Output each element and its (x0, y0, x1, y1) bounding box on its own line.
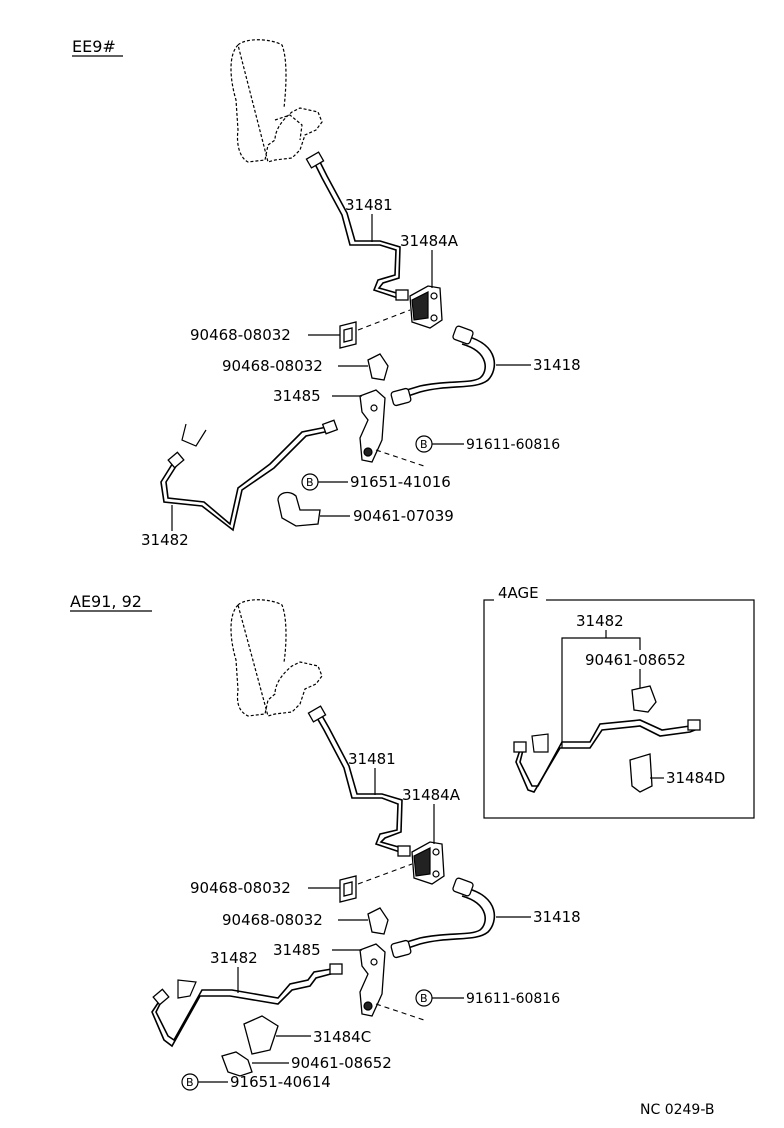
clamp-90461-07039 (277, 491, 321, 527)
label-31485-b: 31485 (273, 941, 321, 959)
clip-90468-1 (339, 321, 357, 349)
bolt-91651-b: B (181, 1073, 199, 1091)
section-title-ae91: AE91, 92 (70, 592, 142, 611)
brake-pipe-31481 (305, 151, 409, 301)
label-31482-b: 31482 (210, 949, 258, 967)
label-31418-b: 31418 (533, 908, 581, 926)
label-91611-b: 91611-60816 (466, 991, 560, 1007)
svg-text:B: B (420, 438, 428, 451)
label-90461-inset: 90461-08652 (585, 651, 686, 669)
brake-pipe-31482-inset (513, 719, 701, 793)
label-31482-inset: 31482 (576, 612, 624, 630)
dash-31485-b (375, 1003, 425, 1021)
flexible-hose-31418-b (390, 877, 496, 959)
leader-31482-inset (561, 630, 641, 748)
brake-pipe-31482-b (151, 963, 343, 1048)
label-91651: 91651-41016 (350, 473, 451, 491)
section-ae91-92: AE91, 92 31481 31484A 90468-08032 (70, 592, 581, 1091)
bracket-31484a-b (411, 841, 445, 885)
section-ee9: EE9# 31481 31484A 90468-08032 (72, 37, 581, 549)
bracket-31485-b (359, 943, 386, 1017)
label-31485: 31485 (273, 387, 321, 405)
bracket-31484d (629, 753, 653, 793)
master-cylinder-outline (230, 39, 323, 163)
label-31481: 31481 (345, 196, 393, 214)
label-31484a: 31484A (400, 232, 459, 250)
svg-text:B: B (186, 1076, 194, 1089)
label-90468-1: 90468-08032 (190, 326, 291, 344)
dash-90468-1 (357, 309, 411, 331)
bracket-31485 (359, 389, 386, 463)
svg-text:B: B (306, 476, 314, 489)
section-title-ee9: EE9# (72, 37, 116, 56)
label-31418: 31418 (533, 356, 581, 374)
label-90468-2-b: 90468-08032 (222, 911, 323, 929)
label-31481-b: 31481 (348, 750, 396, 768)
label-90461-b: 90461-08652 (291, 1054, 392, 1072)
label-90468-1-b: 90468-08032 (190, 879, 291, 897)
label-90468-2: 90468-08032 (222, 357, 323, 375)
label-31484a-b: 31484A (402, 786, 461, 804)
inset-title-bg (494, 586, 546, 604)
inset-4age: 4AGE 31482 90461-08652 31484D (483, 584, 755, 819)
label-31484c: 31484C (313, 1028, 371, 1046)
bolt-91611-b: B (415, 989, 433, 1007)
inset-title: 4AGE (498, 584, 539, 602)
svg-text:B: B (420, 992, 428, 1005)
label-91651-b: 91651-40614 (230, 1073, 331, 1091)
clip-90468-2-b (367, 907, 389, 935)
diagram-code: NC 0249-B (640, 1102, 714, 1118)
clamp-90461-08652 (221, 1051, 253, 1077)
label-90461: 90461-07039 (353, 507, 454, 525)
clamp-90461-inset (631, 685, 657, 713)
bolt-91611: B (415, 435, 433, 453)
bracket-31484a (409, 285, 443, 329)
brake-pipe-31481-b (307, 705, 411, 857)
bolt-91651: B (301, 473, 319, 491)
label-91611: 91611-60816 (466, 437, 560, 453)
dash-31485 (375, 449, 425, 467)
master-cylinder-outline-2 (230, 599, 323, 717)
label-31482: 31482 (141, 531, 189, 549)
clip-90468-1-b (339, 875, 357, 903)
dash-90468-1-b (357, 863, 413, 885)
label-31484d: 31484D (666, 769, 725, 787)
brake-pipe-31482 (160, 419, 339, 532)
bracket-31484c (243, 1015, 279, 1055)
inset-frame (483, 599, 755, 819)
flexible-hose-31418 (390, 325, 496, 407)
clip-90468-2 (367, 353, 389, 381)
